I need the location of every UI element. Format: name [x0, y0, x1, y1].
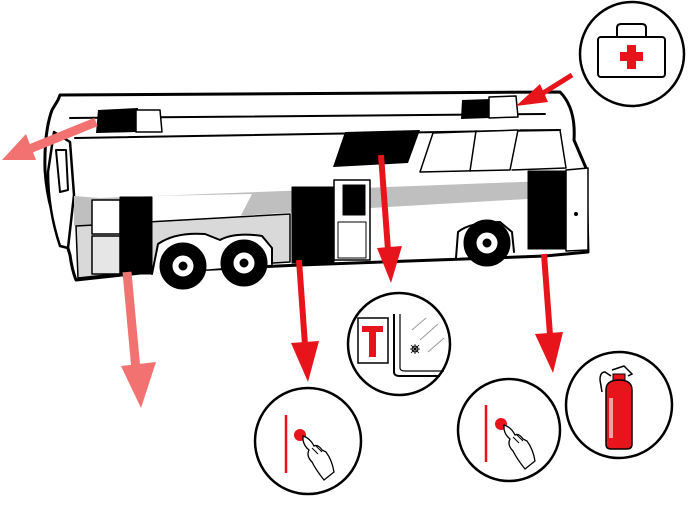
- side-window-rear-divider: [469, 130, 477, 172]
- arrow-first-aid: [516, 72, 574, 106]
- rear-door-handle: [574, 212, 578, 216]
- arrow-roof-hatch-exit: [2, 117, 98, 160]
- rear-door: [527, 170, 567, 250]
- arrow-door-release-middle: [291, 259, 319, 382]
- wheel-front-1: [159, 242, 207, 290]
- callout-window-hammer: [346, 291, 452, 397]
- middle-door-window: [342, 184, 366, 216]
- side-window-black: [333, 130, 420, 167]
- arrow-front-door-exit: [121, 271, 156, 408]
- bus: [43, 90, 590, 290]
- arrows: [2, 72, 574, 408]
- middle-door: [291, 186, 335, 264]
- windshield: [55, 149, 69, 193]
- side-window-rear: [419, 129, 519, 173]
- roof-hatch-front: [96, 108, 163, 133]
- arrow-fire-extinguisher: [535, 253, 563, 373]
- wheel-front-2: [220, 239, 268, 287]
- emergency-hammer-icon: [357, 314, 445, 377]
- front-door: [119, 196, 153, 275]
- callout-first-aid: [578, 0, 686, 108]
- middle-door-lower: [337, 221, 367, 259]
- arrow-window-hammer: [377, 154, 402, 283]
- callout-door-release-rear: [456, 377, 562, 483]
- callout-door-release-middle: [253, 386, 363, 496]
- callout-fire-extinguisher: [564, 350, 674, 460]
- hand-pull-handle-icon: [284, 415, 335, 481]
- roof-hatch-rear: [461, 95, 519, 119]
- front-door-window: [91, 199, 121, 235]
- side-window-front: [511, 129, 567, 171]
- rear-door-panel: [565, 167, 589, 252]
- front-door-panel: [91, 235, 121, 275]
- first-aid-kit-icon: [597, 23, 666, 78]
- fire-extinguisher-icon: [599, 365, 634, 450]
- hand-pull-handle-icon: [484, 405, 536, 470]
- wheel-rear: [463, 219, 511, 267]
